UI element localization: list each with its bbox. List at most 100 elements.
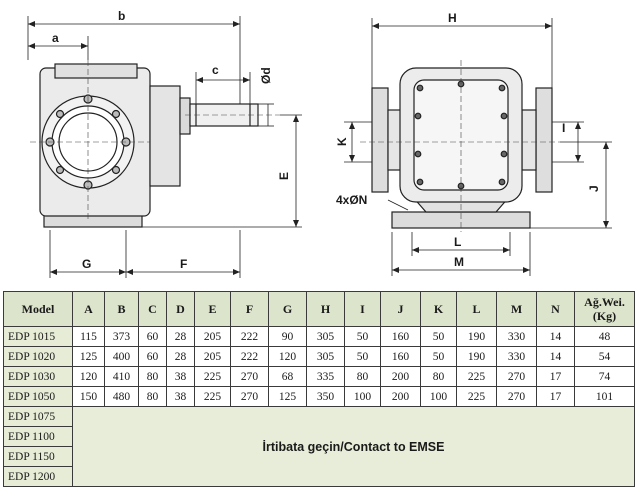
value-cell: 205 [194,326,231,347]
value-cell: 410 [104,366,139,387]
dim-f-label: F [180,257,187,271]
value-cell: 190 [456,326,497,347]
column-header: D [166,291,195,327]
value-cell: 330 [496,326,537,347]
column-header: Model [3,291,73,327]
column-header: H [306,291,345,327]
model-cell: EDP 1030 [3,366,73,387]
value-cell: 50 [344,346,381,367]
value-cell: 200 [380,386,421,407]
model-cell: EDP 1100 [3,426,73,447]
dim-d-label: Ød [259,67,273,84]
dim-l-label: L [454,235,461,249]
column-header: N [536,291,575,327]
dim-k-label: K [335,137,349,146]
value-cell: 120 [268,346,307,367]
value-cell: 270 [230,366,269,387]
value-cell: 270 [496,366,537,387]
value-cell: 150 [72,386,105,407]
value-cell: 270 [230,386,269,407]
column-header: Ağ.Wei. (Kg) [574,291,635,327]
model-cell: EDP 1015 [3,326,73,347]
dim-4xn-label: 4xØN [336,193,367,207]
value-cell: 80 [344,366,381,387]
value-cell: 28 [166,326,195,347]
dim-c-label: c [212,63,219,77]
value-cell: 225 [456,366,497,387]
table-row: EDP 1200 [3,466,635,487]
table-row: EDP 1150 [3,446,635,467]
column-header: L [456,291,497,327]
column-header: F [230,291,269,327]
value-cell: 60 [138,346,167,367]
model-cell: EDP 1075 [3,406,73,427]
value-cell: 222 [230,346,269,367]
dim-b-label: b [118,9,125,23]
value-cell: 305 [306,326,345,347]
value-cell: 305 [306,346,345,367]
model-cell: EDP 1020 [3,346,73,367]
value-cell: 330 [496,346,537,367]
value-cell: 80 [420,366,457,387]
value-cell: 205 [194,346,231,367]
value-cell: 480 [104,386,139,407]
value-cell: 50 [344,326,381,347]
model-cell: EDP 1150 [3,446,73,467]
value-cell: 38 [166,366,195,387]
value-cell: 54 [574,346,635,367]
dim-m-label: M [454,255,464,269]
value-cell: 160 [380,326,421,347]
value-cell: 225 [194,366,231,387]
value-cell: 125 [268,386,307,407]
value-cell: 125 [72,346,105,367]
dim-e-label: E [277,172,291,180]
model-cell: EDP 1200 [3,466,73,487]
column-header: C [138,291,167,327]
value-cell: 115 [72,326,105,347]
value-cell: 50 [420,326,457,347]
value-cell: 80 [138,386,167,407]
value-cell: 68 [268,366,307,387]
column-header: G [268,291,307,327]
dim-j-label: J [587,185,601,192]
contact-note: İrtibata geçin/Contact to EMSE [72,406,635,487]
column-header: E [194,291,231,327]
dim-a-label: a [52,31,59,45]
model-cell: EDP 1050 [3,386,73,407]
column-header: M [496,291,537,327]
value-cell: 200 [380,366,421,387]
value-cell: 120 [72,366,105,387]
column-header: I [344,291,381,327]
pump-side-view [39,63,259,228]
column-header: K [420,291,457,327]
value-cell: 80 [138,366,167,387]
value-cell: 101 [574,386,635,407]
value-cell: 48 [574,326,635,347]
value-cell: 100 [420,386,457,407]
value-cell: 100 [344,386,381,407]
column-header: A [72,291,105,327]
value-cell: 17 [536,366,575,387]
column-header: B [104,291,139,327]
value-cell: 222 [230,326,269,347]
value-cell: 335 [306,366,345,387]
value-cell: 50 [420,346,457,367]
technical-drawing: b a c Ød E G F [27,9,612,278]
dim-h-label: H [448,11,457,25]
value-cell: 28 [166,346,195,367]
value-cell: 60 [138,326,167,347]
column-header: J [380,291,421,327]
value-cell: 90 [268,326,307,347]
value-cell: 400 [104,346,139,367]
value-cell: 270 [496,386,537,407]
value-cell: 14 [536,326,575,347]
dim-i-label: I [562,121,565,135]
value-cell: 350 [306,386,345,407]
pump-front-view [371,67,553,229]
